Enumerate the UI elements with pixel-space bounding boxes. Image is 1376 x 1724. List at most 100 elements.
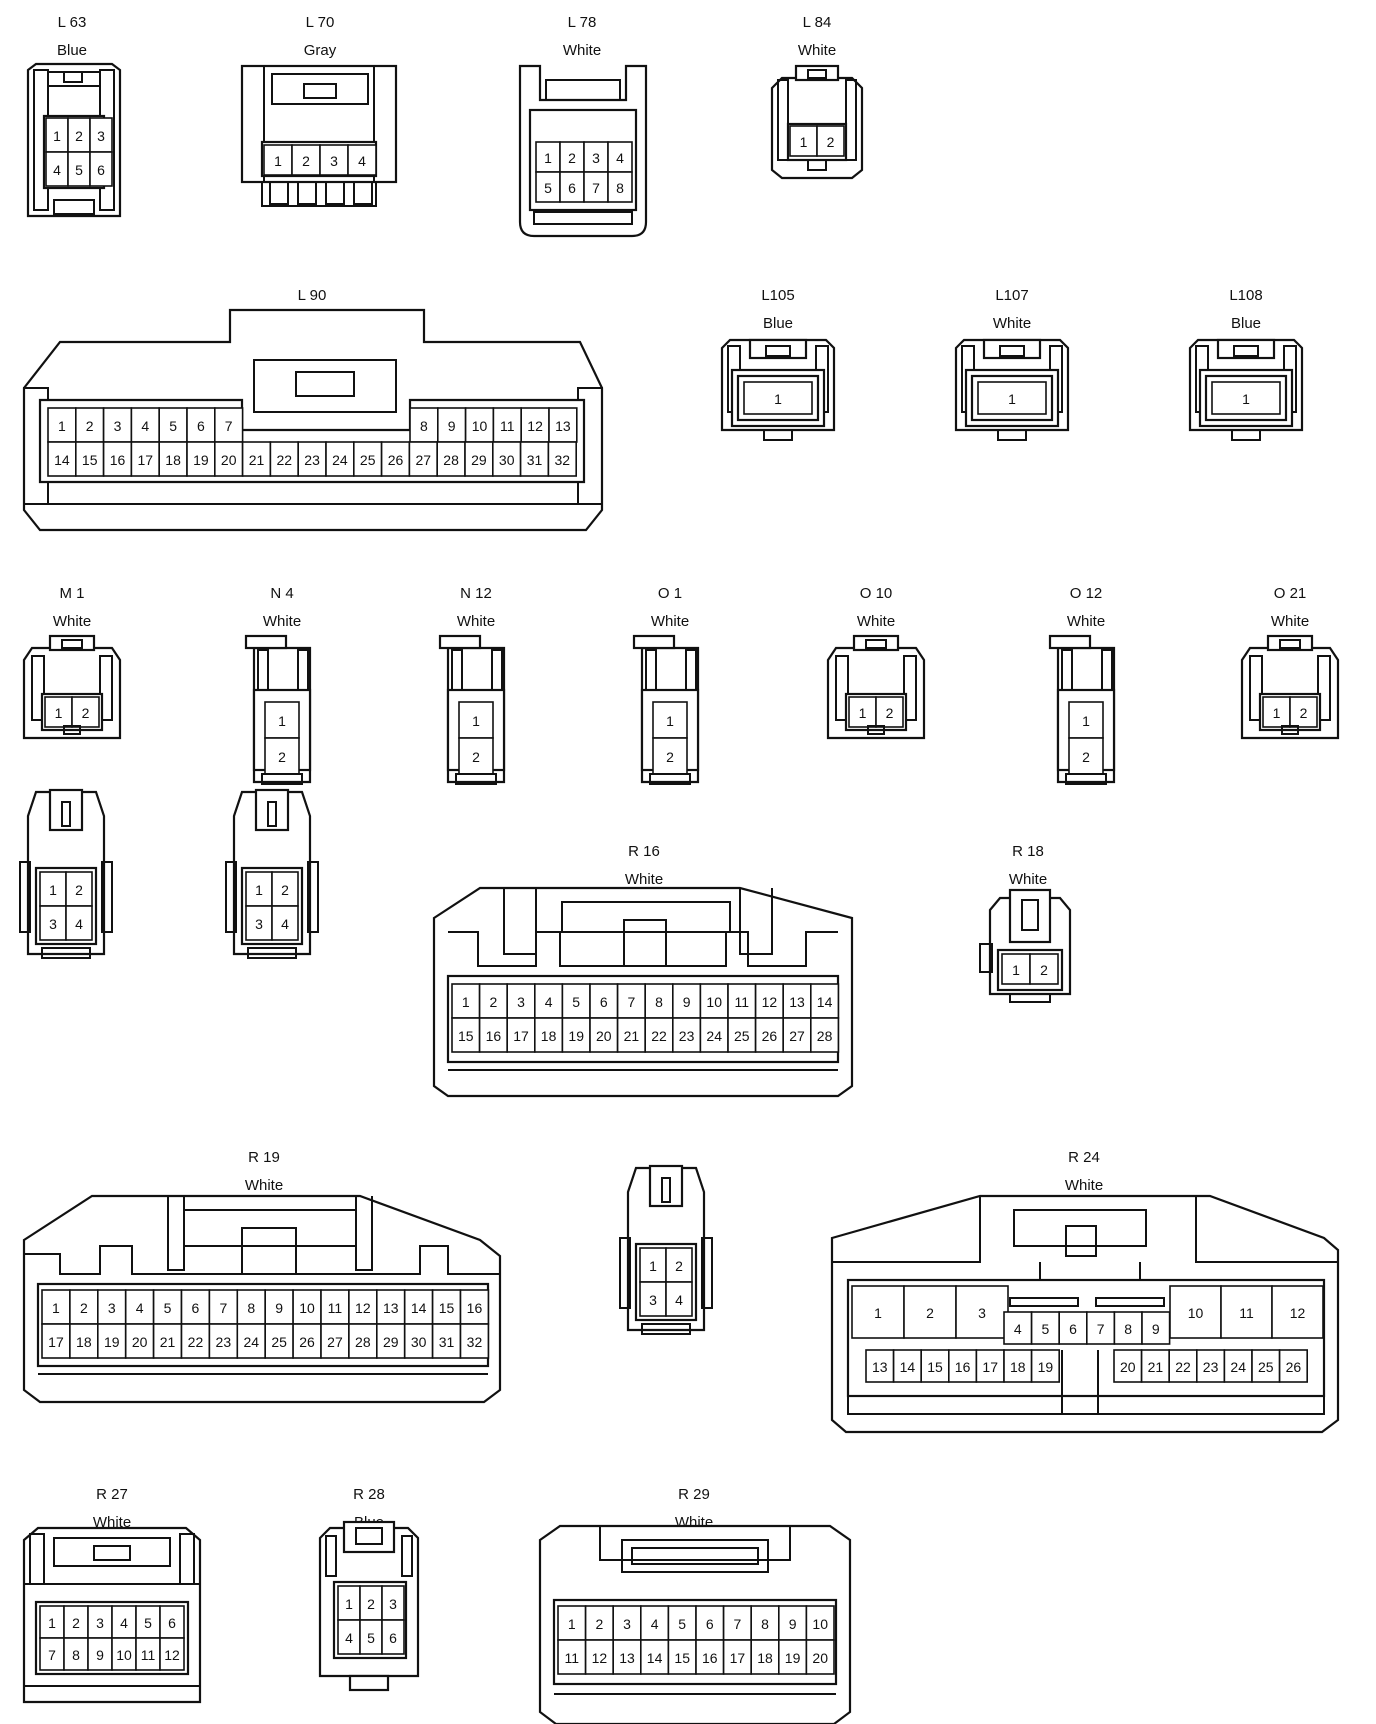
pin-number: 10 xyxy=(116,1647,132,1663)
pin-number: 2 xyxy=(596,1616,604,1632)
pin-number: 17 xyxy=(138,452,154,468)
pin-cell xyxy=(665,1281,693,1317)
pin-number: 15 xyxy=(458,1028,474,1044)
pin-number: 4 xyxy=(651,1616,659,1632)
pin-number: 19 xyxy=(1038,1359,1054,1375)
pin-number: 10 xyxy=(299,1300,315,1316)
pin-number: 15 xyxy=(674,1650,690,1666)
pin-number: 24 xyxy=(1230,1359,1246,1375)
connector-id: R 18 xyxy=(1012,843,1044,860)
connector-id: L105 xyxy=(761,287,794,304)
pin-number: 4 xyxy=(141,418,149,434)
pin-cell xyxy=(241,441,272,477)
pin-number: 20 xyxy=(596,1028,612,1044)
connector-id: O 12 xyxy=(1070,585,1103,602)
connector-color: White xyxy=(993,315,1031,332)
pin-number: 3 xyxy=(592,150,600,166)
pin-number: 12 xyxy=(592,1650,608,1666)
pin-cell xyxy=(97,1289,127,1325)
connector-id: L 70 xyxy=(306,14,335,31)
pin-number: 4 xyxy=(281,916,289,932)
pin-number: 11 xyxy=(565,1650,580,1666)
pin-number: 7 xyxy=(219,1300,227,1316)
pin-cell xyxy=(519,441,550,477)
pin-number: 2 xyxy=(1040,962,1048,978)
pin-number: 26 xyxy=(1286,1359,1302,1375)
pin-cell xyxy=(87,1605,113,1639)
pin-number: 22 xyxy=(277,452,293,468)
connector-id: R 27 xyxy=(96,1486,128,1503)
pin-number: 1 xyxy=(1082,713,1090,729)
pin-number: 1 xyxy=(1242,391,1250,407)
pin-cell xyxy=(584,1639,614,1675)
pin-number: 30 xyxy=(411,1334,427,1350)
connector-id: L108 xyxy=(1229,287,1262,304)
pin-number: 2 xyxy=(72,1615,80,1631)
pin-number: 2 xyxy=(1300,705,1308,721)
connector-r28: R 28Blue123456 xyxy=(318,1486,420,1692)
pin-number: 11 xyxy=(500,418,515,434)
connector-l90: L 90White1234567891011121314151617181920… xyxy=(22,287,604,532)
pin-cell xyxy=(920,1349,950,1383)
pin-number: 1 xyxy=(774,391,782,407)
connector-color: Gray xyxy=(304,42,337,59)
pin-cell xyxy=(754,1017,784,1053)
pin-cell xyxy=(903,1285,957,1339)
pin-cell xyxy=(152,1289,183,1325)
pin-number: 14 xyxy=(54,452,70,468)
pin-number: 5 xyxy=(572,994,580,1010)
pin-cell xyxy=(71,696,100,728)
pin-number: 15 xyxy=(439,1300,455,1316)
connector-id: O 21 xyxy=(1274,585,1307,602)
pin-number: 16 xyxy=(110,452,126,468)
pin-cell xyxy=(451,1017,481,1053)
pin-number: 21 xyxy=(1148,1359,1164,1375)
pin-number: 6 xyxy=(192,1300,200,1316)
pin-cell xyxy=(816,125,845,157)
pin-number: 10 xyxy=(812,1616,828,1632)
pin-cell xyxy=(65,905,93,941)
pin-number: 9 xyxy=(683,994,691,1010)
pin-cell xyxy=(491,441,522,477)
pin-cell xyxy=(186,407,216,443)
pin-cell xyxy=(271,871,299,907)
pin-number: 28 xyxy=(355,1334,371,1350)
pin-number: 4 xyxy=(136,1300,144,1316)
pin-number: 29 xyxy=(383,1334,399,1350)
pin-number: 19 xyxy=(785,1650,801,1666)
pin-number: 23 xyxy=(216,1334,232,1350)
pin-cell xyxy=(805,1639,835,1675)
pin-cell xyxy=(809,1017,840,1053)
pin-cell xyxy=(180,1289,211,1325)
pin-number: 15 xyxy=(82,452,98,468)
pin-cell xyxy=(865,1349,895,1383)
pin-number: 4 xyxy=(1014,1321,1022,1337)
pin-cell xyxy=(848,696,877,728)
pin-number: 22 xyxy=(188,1334,204,1350)
pin-number: 5 xyxy=(75,162,83,178)
pin-cell xyxy=(1113,1311,1143,1345)
pin-cell xyxy=(436,441,466,477)
pin-number: 11 xyxy=(1239,1305,1254,1321)
pin-number: 1 xyxy=(58,418,66,434)
pin-number: 9 xyxy=(789,1616,797,1632)
pin-cell xyxy=(352,441,383,477)
pin-cell xyxy=(263,144,293,176)
pin-cell xyxy=(589,1017,619,1053)
pin-cell xyxy=(1169,1285,1222,1339)
pin-cell xyxy=(777,1605,808,1641)
pin-number: 6 xyxy=(168,1615,176,1631)
pin-number: 23 xyxy=(1203,1359,1219,1375)
pin-cell xyxy=(236,1323,267,1359)
pin-number: 3 xyxy=(330,153,338,169)
pin-cell xyxy=(348,1289,378,1325)
pin-number: 16 xyxy=(702,1650,718,1666)
pin-cell xyxy=(1068,701,1104,739)
pin-number: 4 xyxy=(345,1630,353,1646)
pin-cell xyxy=(1140,1349,1170,1383)
